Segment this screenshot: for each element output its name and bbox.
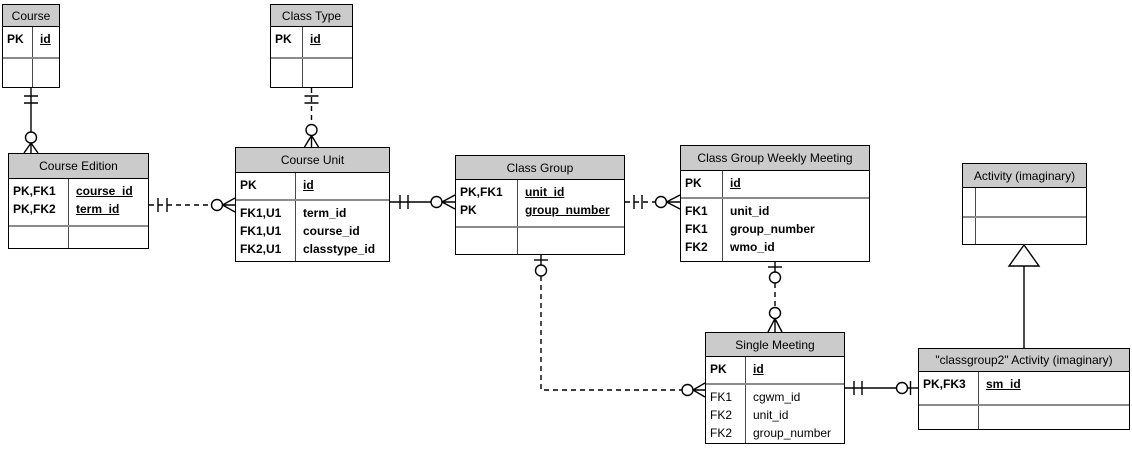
column-names: term_id course_id classtype_id [303, 206, 376, 256]
one-and-only-one-icon [633, 195, 643, 209]
crow-foot-icon [666, 194, 681, 210]
key-label: PK [271, 27, 303, 57]
one-and-only-one-icon [24, 95, 38, 104]
key-label: PK [236, 173, 296, 199]
rel-course-unit-to-class-group [390, 194, 456, 210]
one-and-only-one-icon [157, 198, 168, 212]
empty-attribute-row [3, 57, 59, 87]
zero-cardinality-circle-icon [681, 383, 694, 397]
rel-class-group-to-single-meeting [534, 255, 706, 398]
entity-title: Class Group [456, 156, 624, 180]
empty-attribute-row [271, 57, 352, 87]
rel-course-edition-to-course-unit [149, 197, 236, 213]
entity-classgroup2-activity-imaginary[interactable]: "classgroup2" Activity (imaginary) PK,FK… [918, 348, 1130, 430]
zero-cardinality-circle-icon [305, 123, 318, 137]
key-labels: PK,FK1 PK [456, 180, 518, 226]
crow-foot-icon [441, 194, 456, 210]
rel-class-type-to-course-unit [303, 88, 320, 148]
empty-attribute-row [456, 226, 624, 254]
key-labels: FK1 FK1 FK2 [681, 199, 723, 261]
zero-cardinality-circle-icon [768, 271, 782, 284]
one-and-only-one-icon [853, 381, 863, 395]
one-and-only-one-icon [399, 195, 409, 209]
entity-title: "classgroup2" Activity (imaginary) [919, 349, 1129, 372]
key-labels: PK,FK1 PK,FK2 [9, 179, 69, 225]
entity-title: Class Type [271, 5, 352, 27]
rel-cgwm-to-single-meeting [767, 262, 783, 333]
rel-class-group-to-cgwm [625, 194, 681, 210]
rel-single-meeting-to-classgroup2 [845, 381, 918, 395]
zero-cardinality-circle-icon [654, 195, 668, 209]
empty-attribute-row [919, 404, 1129, 429]
column-name: id [310, 32, 321, 46]
entity-course-edition[interactable]: Course Edition PK,FK1 PK,FK2 course_id t… [8, 153, 149, 249]
key-label: PK,FK3 [919, 372, 979, 404]
zero-cardinality-circle-icon [534, 264, 548, 277]
zero-cardinality-circle-icon [24, 131, 38, 144]
empty-attribute-row [9, 225, 148, 248]
key-label: PK [681, 171, 723, 197]
column-names: cgwm_id unit_id group_number [753, 390, 832, 440]
zero-cardinality-circle-icon [895, 381, 909, 395]
zero-cardinality-circle-icon [768, 306, 782, 320]
entity-class-group-weekly-meeting[interactable]: Class Group Weekly Meeting PK id FK1 FK1… [680, 145, 870, 262]
entity-activity-imaginary[interactable]: Activity (imaginary) [962, 163, 1087, 245]
key-label: PK [3, 27, 33, 57]
entity-title: Course Unit [236, 148, 389, 173]
entity-course-unit[interactable]: Course Unit PK id FK1,U1 FK1,U1 FK2,U1 t… [235, 147, 390, 262]
crow-foot-icon [303, 135, 320, 148]
crow-foot-icon [23, 142, 39, 154]
column-name: id [303, 178, 314, 192]
empty-attribute-row [963, 216, 1086, 244]
entity-class-type[interactable]: Class Type PK id [270, 4, 353, 88]
column-name: sm_id [986, 377, 1021, 391]
key-label: PK [706, 357, 746, 383]
crow-foot-icon [222, 197, 236, 213]
one-and-only-one-icon [304, 95, 319, 104]
empty-key-row [963, 188, 1086, 216]
crow-foot-icon [767, 318, 783, 333]
key-labels: FK1,U1 FK1,U1 FK2,U1 [236, 201, 296, 261]
column-name: id [40, 32, 51, 46]
entity-title: Activity (imaginary) [963, 164, 1086, 188]
column-names: unit_id group_number [525, 185, 610, 217]
entity-course[interactable]: Course PK id [2, 4, 60, 88]
crow-foot-icon [692, 382, 706, 398]
column-name: id [730, 176, 741, 190]
zero-cardinality-circle-icon [210, 198, 224, 212]
entity-title: Course Edition [9, 154, 148, 179]
zero-cardinality-circle-icon [430, 195, 443, 209]
entity-class-group[interactable]: Class Group PK,FK1 PK unit_id group_numb… [455, 155, 625, 255]
key-labels: FK1 FK2 FK2 [706, 385, 746, 443]
rel-course-to-course-edition [23, 87, 39, 154]
column-name: id [753, 362, 764, 376]
inheritance-triangle-icon [1007, 243, 1041, 267]
entity-title: Course [3, 5, 59, 27]
rel-classgroup2-inherits-activity [1007, 243, 1041, 348]
entity-single-meeting[interactable]: Single Meeting PK id FK1 FK2 FK2 cgwm_id… [705, 332, 845, 444]
entity-title: Class Group Weekly Meeting [681, 146, 869, 171]
entity-title: Single Meeting [706, 333, 844, 357]
column-names: course_id term_id [76, 184, 133, 216]
column-names: unit_id group_number wmo_id [730, 204, 815, 254]
